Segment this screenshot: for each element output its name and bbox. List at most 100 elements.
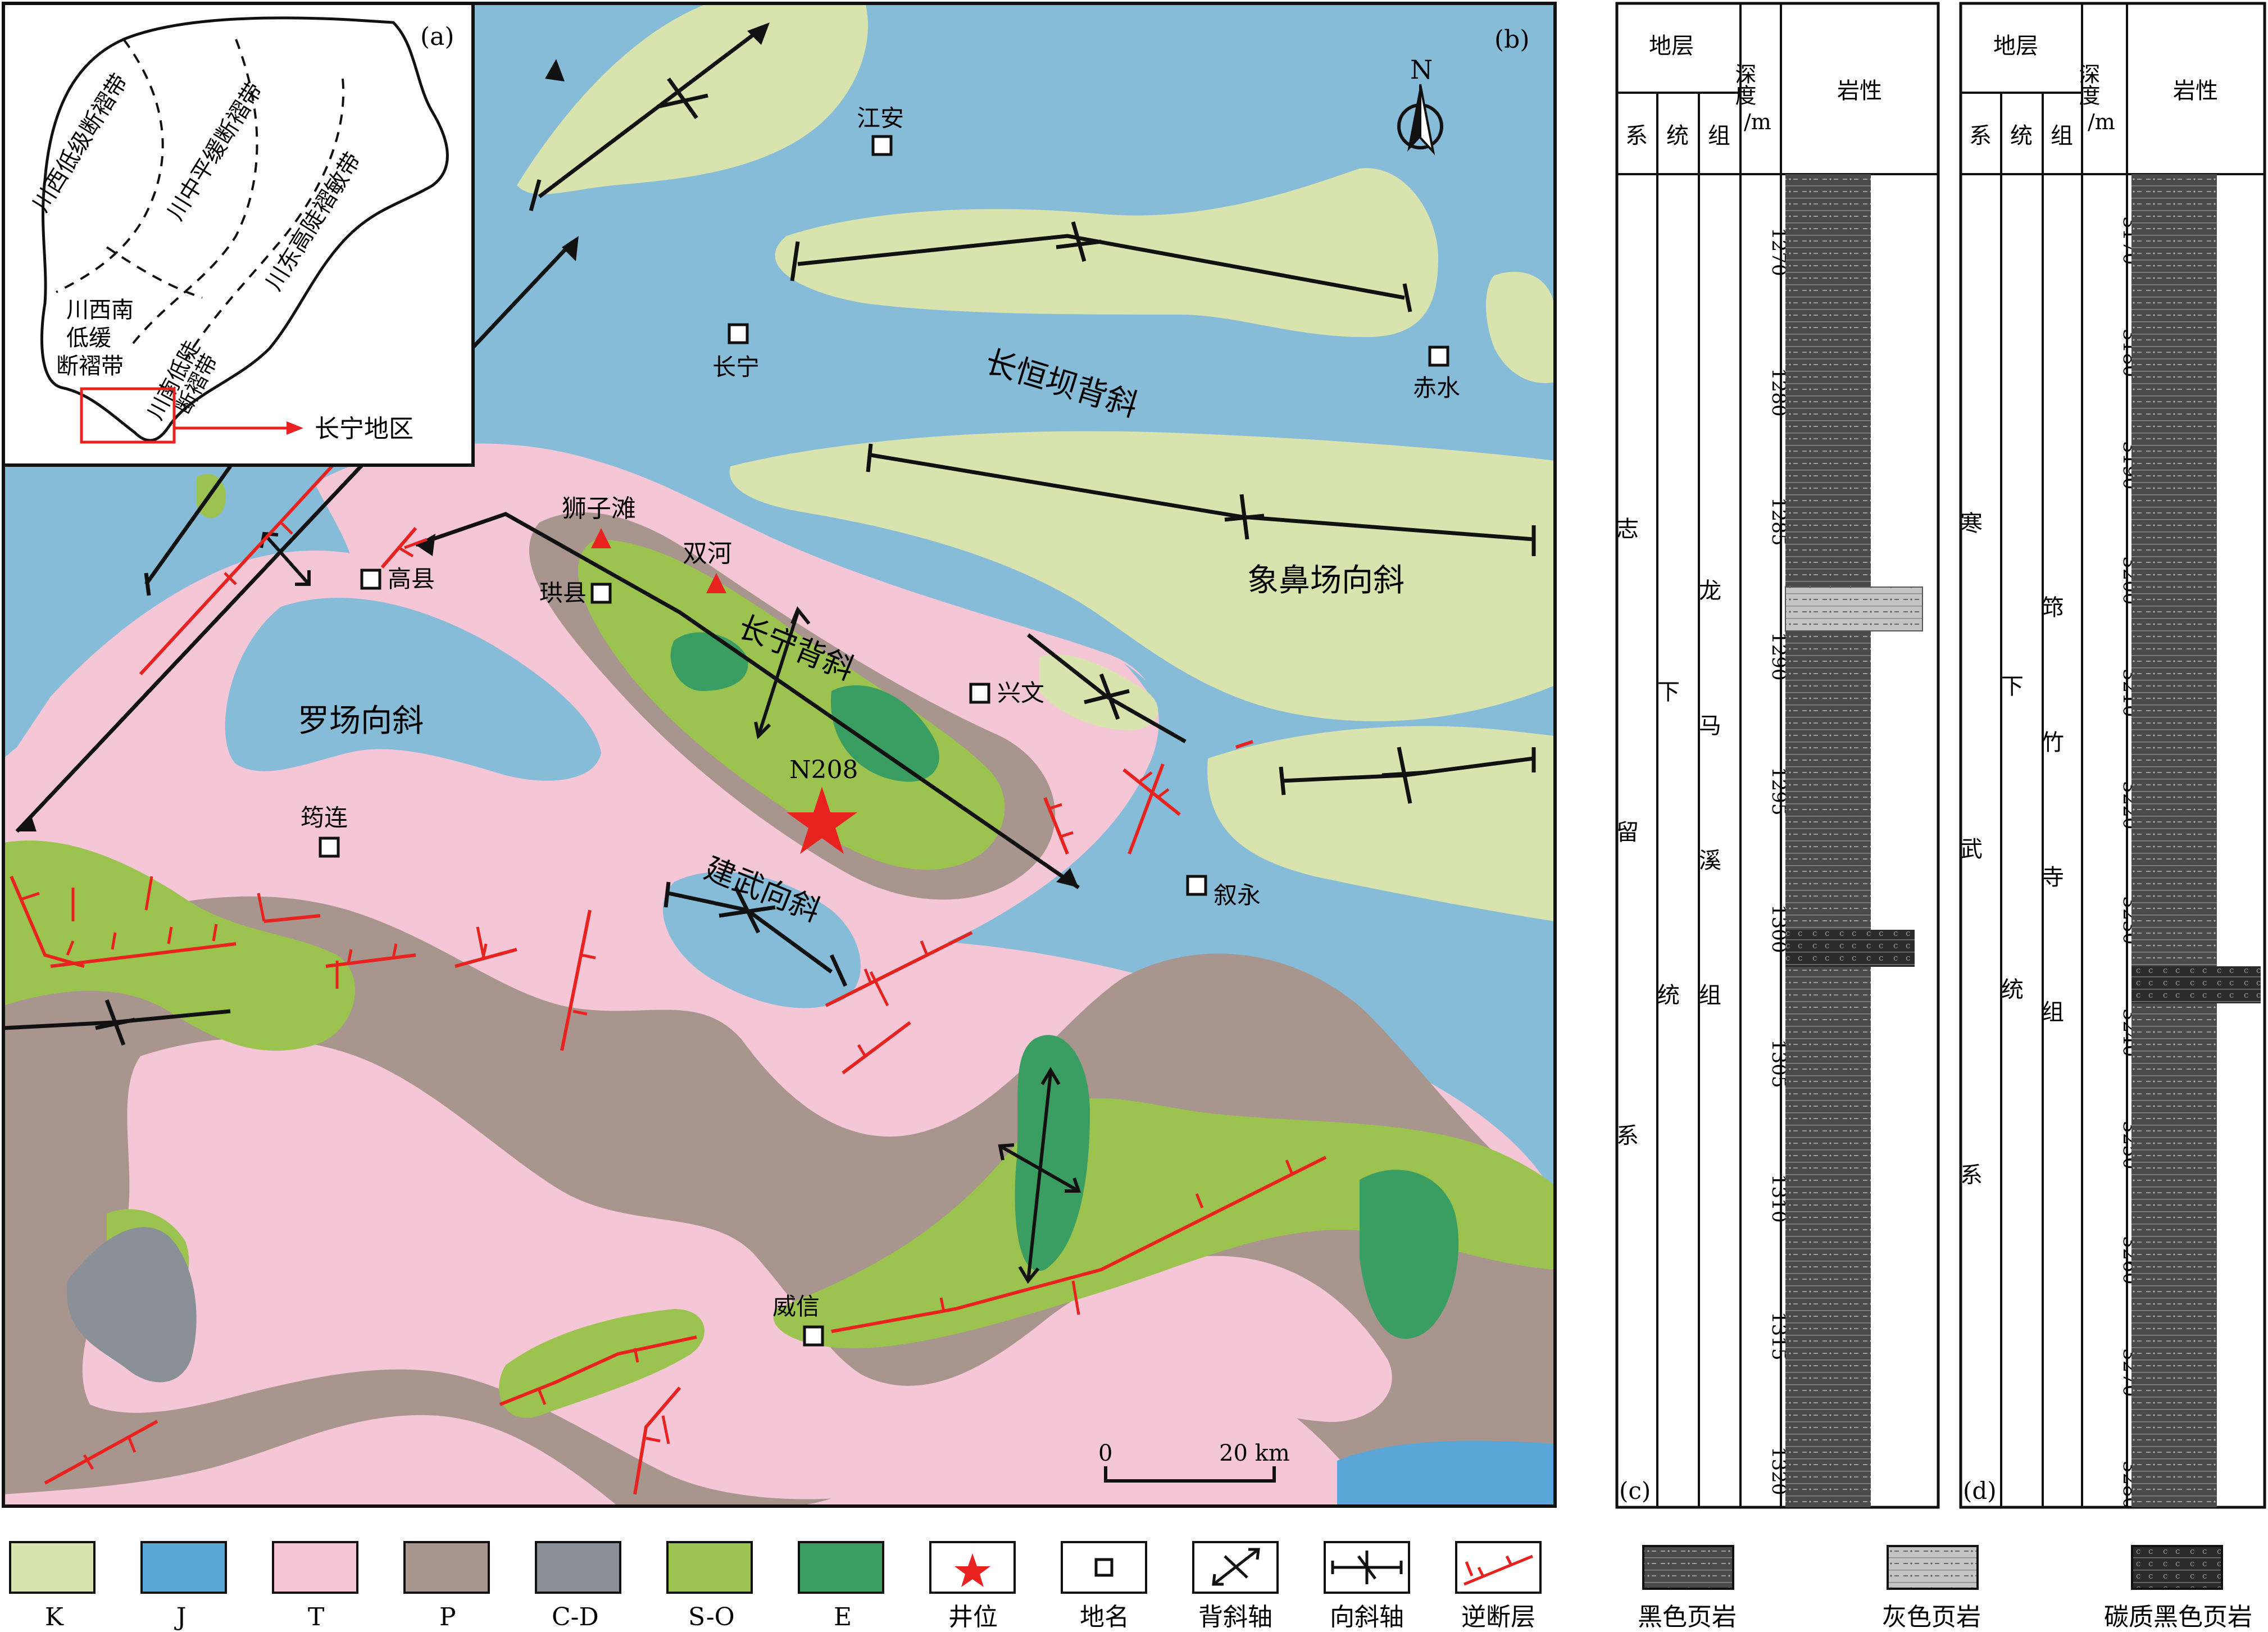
axis-nw-diagonal (15, 246, 569, 833)
lith-legend-label-black: 黑色页岩 (1638, 1603, 1737, 1631)
map-unit-k-xiangbichang (729, 431, 1555, 721)
legend-reverse-fault-icon (1463, 1554, 1533, 1586)
geologic-map: 长恒坝背斜 象鼻场向斜 罗场向斜 长宁背斜 建武向斜 江安 长宁 赤水 高县 珙… (2, 2, 1557, 1508)
inset-callout-label: 长宁地区 (315, 415, 413, 443)
col-d-header-lithology: 岩性 (2173, 78, 2218, 104)
inset-study-area-box (80, 387, 176, 444)
inset-zone-boundaries (56, 38, 345, 361)
map-label-shizitan: 狮子滩 (562, 494, 636, 523)
outcrop-triangle-shuanghe (706, 573, 726, 593)
north-label: N (1410, 54, 1433, 85)
map-unit-k-east (1207, 726, 1555, 921)
axis-arrowheads (17, 22, 1079, 888)
strat-column-c: 地层 深度 /m 岩性 系 统 组 志留系 下统 龙马溪组 1270 1280 … (1612, 2, 1940, 1509)
map-label-junlian: 筠连 (301, 804, 348, 831)
map-label-luochang: 罗场向斜 (298, 703, 424, 739)
map-label-chishui: 赤水 (1413, 374, 1460, 402)
legend-swatches (9, 1541, 1542, 1594)
map-label-xuyong: 叙永 (1213, 881, 1261, 909)
map-frame (2, 2, 1557, 1508)
fault-ticks (22, 521, 1294, 1470)
map-unit-e-4 (1360, 1170, 1459, 1339)
legend-label-anticline: 背斜轴 (1198, 1603, 1272, 1631)
place-marker-weixin (803, 1325, 824, 1347)
col-d-header-depth-unit: /m (2088, 110, 2115, 134)
col-c-header-depth-unit: /m (1744, 110, 1771, 134)
place-marker-gaoxian (360, 569, 381, 590)
col-c-header-lithology: 岩性 (1837, 78, 1882, 104)
col-d-header-system: 系 (1969, 123, 1992, 149)
map-unit-k-ne (1486, 271, 1555, 383)
place-marker-changning (728, 323, 749, 344)
map-label-xingwen: 兴文 (997, 679, 1044, 707)
col-c-header-system: 系 (1625, 123, 1648, 149)
legend-label-p: P (439, 1603, 456, 1631)
inset-map: 川西低级断褶带 川中平缓断褶带 川东高陡褶敏带 川西南 低缓 断褶带 川南低陡 … (2, 2, 475, 467)
col-c-header-series: 统 (1666, 123, 1689, 149)
map-unit-so-sw (499, 1309, 705, 1418)
map-unit-cd (67, 1227, 197, 1383)
lith-legend-grey-shale (1887, 1545, 1979, 1590)
legend-label-place: 地名 (1080, 1603, 1129, 1631)
col-d-system: 寒武系 (1956, 511, 1982, 1489)
scale-20km: 20 km (1219, 1440, 1290, 1466)
map-unit-j-jianwu (662, 871, 861, 1008)
legend-label-t: T (308, 1603, 324, 1631)
legend-label-j: J (174, 1603, 187, 1631)
map-unit-e-2 (830, 685, 939, 782)
map-unit-j-luochang (225, 598, 602, 781)
legend-label-fault: 逆断层 (1461, 1603, 1535, 1631)
outcrop-triangle-shizitan (591, 528, 611, 548)
col-c-grey-shale-bed (1785, 587, 1923, 631)
panel-label-a: (a) (420, 22, 454, 51)
legend-syncline-axis-icon (1331, 1551, 1403, 1584)
col-c-black-shale (1785, 174, 1871, 1507)
col-d-formation: 筇竹寺组 (2038, 595, 2064, 1135)
map-label-gaoxian: 高县 (388, 565, 435, 593)
legend-label-so: S-O (688, 1603, 735, 1631)
reverse-faults (10, 459, 1327, 1495)
legend-swatch-k (9, 1541, 96, 1594)
place-markers (319, 135, 1449, 1347)
col-c-header-depth: 深度 (1731, 63, 1756, 106)
anticline-axis-changning (415, 512, 1080, 889)
place-marker-junlian (319, 837, 340, 858)
col-d-header-depth: 深度 (2075, 63, 2100, 106)
col-c-formation: 龙马溪组 (1695, 579, 1721, 1118)
place-marker-xuyong (1186, 875, 1207, 896)
legend-anticline-axis-icon (1212, 1548, 1260, 1586)
fault-arrows (71, 538, 1080, 1444)
map-label-jiangan: 江安 (857, 104, 904, 132)
map-label-weixin: 威信 (772, 1293, 820, 1320)
map-unit-so-west (3, 840, 356, 1051)
place-marker-jiangan (871, 135, 893, 156)
col-d-black-shale (2131, 174, 2217, 1507)
lithology-legend: 黑色页岩 灰色页岩 碳质黑色页岩 (1638, 1545, 2252, 1631)
scale-bar (1104, 1466, 1276, 1483)
col-d-header-strata: 地层 (1993, 33, 2038, 59)
legend-swatch-j (140, 1541, 227, 1594)
col-d-series: 下统 (1997, 674, 2023, 1281)
col-c-series: 下统 (1653, 680, 1679, 1286)
col-d-carbonaceous-shale-bed (2131, 966, 2261, 1003)
panel-label-d: (d) (1963, 1477, 1997, 1504)
map-label-shuanghe: 双河 (683, 539, 732, 568)
lith-legend-label-carb: 碳质黑色页岩 (2104, 1603, 2252, 1631)
map-unit-so-changning (578, 539, 1005, 870)
legend-swatch-p (403, 1541, 490, 1594)
lith-legend-carbonaceous-shale (2131, 1545, 2223, 1590)
map-unit-e-3 (1015, 1035, 1090, 1271)
place-marker-xingwen (969, 683, 990, 704)
legend-swatch-so (666, 1541, 753, 1594)
lith-legend-black-shale (1642, 1545, 1734, 1590)
inset-zone-sw-3: 断褶带 (56, 353, 124, 379)
col-d-header-formation: 组 (2051, 123, 2073, 149)
legend-label-cd: C-D (552, 1603, 599, 1631)
col-c-header-formation: 组 (1708, 123, 1730, 149)
legend-square-icon (1094, 1558, 1113, 1577)
map-label-gongxian: 珙县 (539, 579, 587, 607)
scale-zero: 0 (1098, 1440, 1112, 1466)
syncline-axis-n (538, 29, 760, 198)
legend-box-place (1061, 1541, 1147, 1594)
